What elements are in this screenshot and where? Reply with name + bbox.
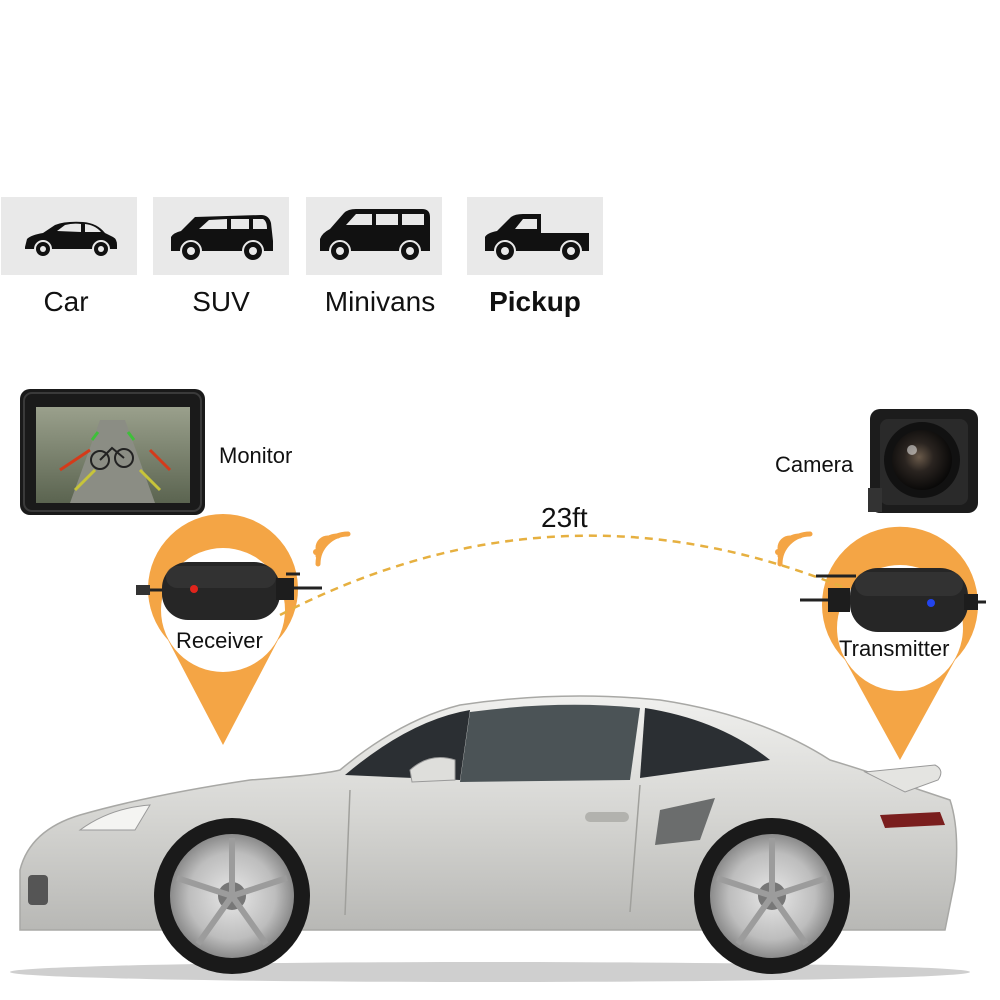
- distance-label: 23ft: [541, 502, 588, 533]
- car-image: [10, 695, 970, 982]
- vehicle-tile-pickup: [467, 197, 603, 275]
- vehicle-label-pickup: Pickup: [489, 286, 581, 317]
- monitor-label: Monitor: [219, 443, 293, 468]
- camera-icon: [868, 409, 978, 513]
- vehicle-tile-suv: [153, 197, 289, 275]
- signal-icon: [313, 531, 351, 567]
- vehicle-label-car: Car: [43, 286, 89, 317]
- wireless-link-arc: [279, 534, 851, 617]
- vehicle-label-suv: SUV: [192, 286, 250, 317]
- camera-label: Camera: [775, 452, 854, 477]
- monitor-icon: [20, 389, 205, 515]
- signal-icon: [775, 531, 813, 567]
- vehicle-tile-minivan: [306, 197, 442, 275]
- receiver-module-icon: [136, 562, 322, 620]
- transmitter-label: Transmitter: [839, 636, 950, 661]
- vehicle-tile-car: [1, 197, 137, 275]
- receiver-label: Receiver: [176, 628, 263, 653]
- suv-icon: [171, 215, 273, 262]
- pickup-icon: [485, 214, 589, 262]
- vehicle-label-minivans: Minivans: [324, 286, 436, 317]
- car-icon: [25, 221, 117, 258]
- minivan-icon: [320, 209, 430, 262]
- transmitter-module-icon: [800, 568, 986, 632]
